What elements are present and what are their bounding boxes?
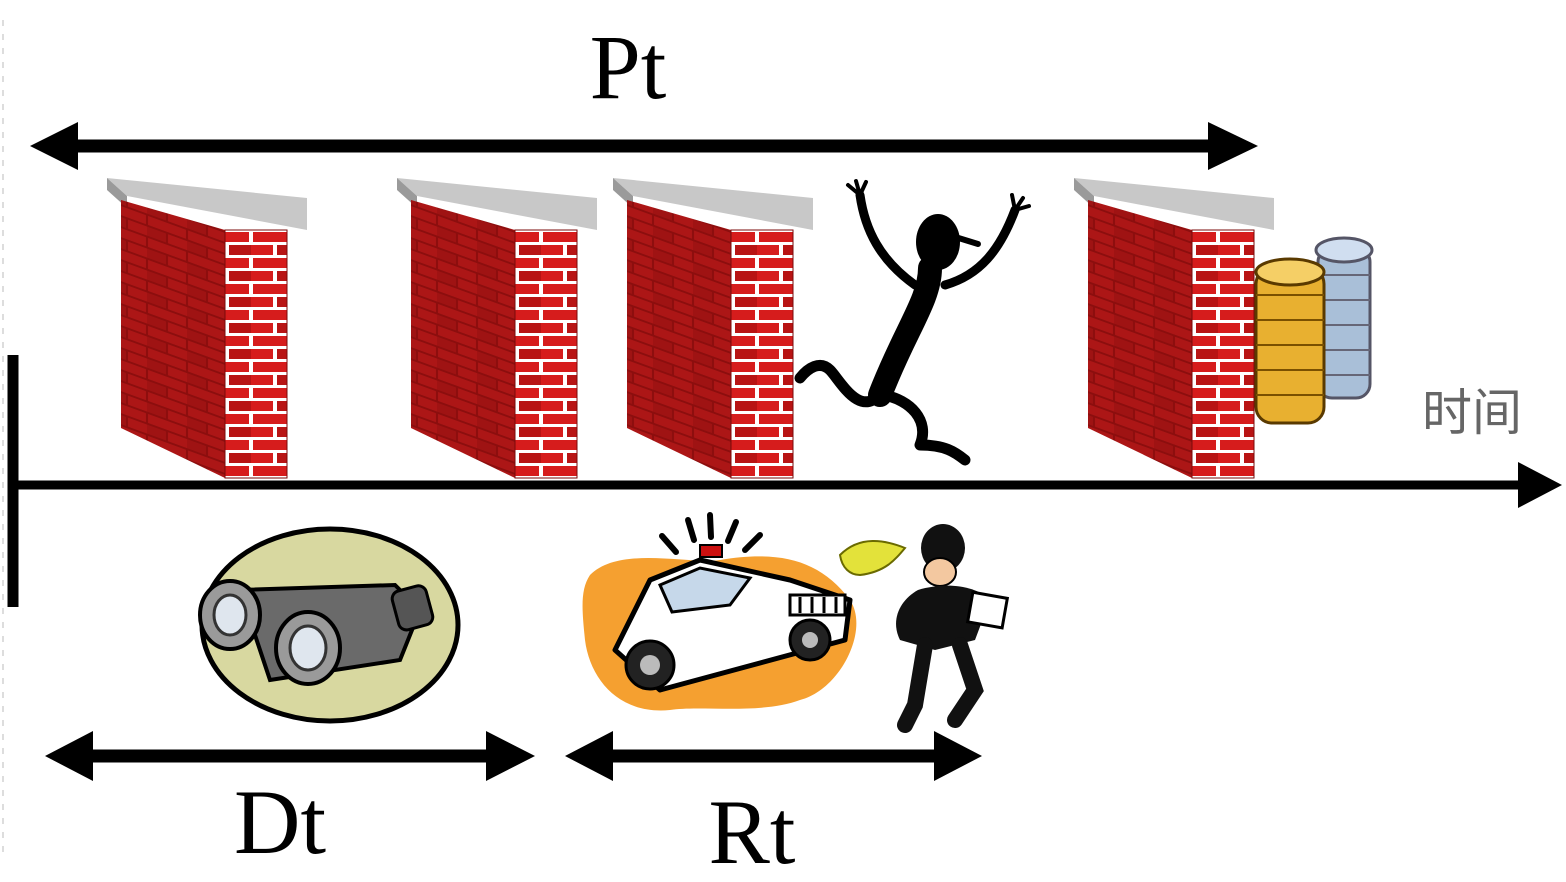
brick-wall-icon	[612, 177, 814, 479]
pt-arrow	[30, 122, 1258, 170]
brick-wall-icon	[396, 177, 598, 479]
time-axis-label: 时间	[1422, 384, 1522, 442]
time-axis	[7, 355, 1562, 607]
rt-arrow	[565, 731, 982, 781]
police-car-icon	[582, 512, 857, 711]
binoculars-icon	[198, 526, 461, 724]
running-thief-icon	[794, 179, 1031, 466]
rt-label: Rt	[709, 781, 796, 877]
brick-wall-icon	[106, 177, 308, 479]
coin-stack-icon	[1254, 236, 1374, 425]
pt-label: Pt	[590, 16, 667, 118]
policeman-whistle-icon	[838, 524, 1010, 733]
dt-label: Dt	[234, 771, 326, 873]
brick-wall-icon	[1073, 177, 1275, 479]
dt-arrow	[45, 731, 535, 781]
